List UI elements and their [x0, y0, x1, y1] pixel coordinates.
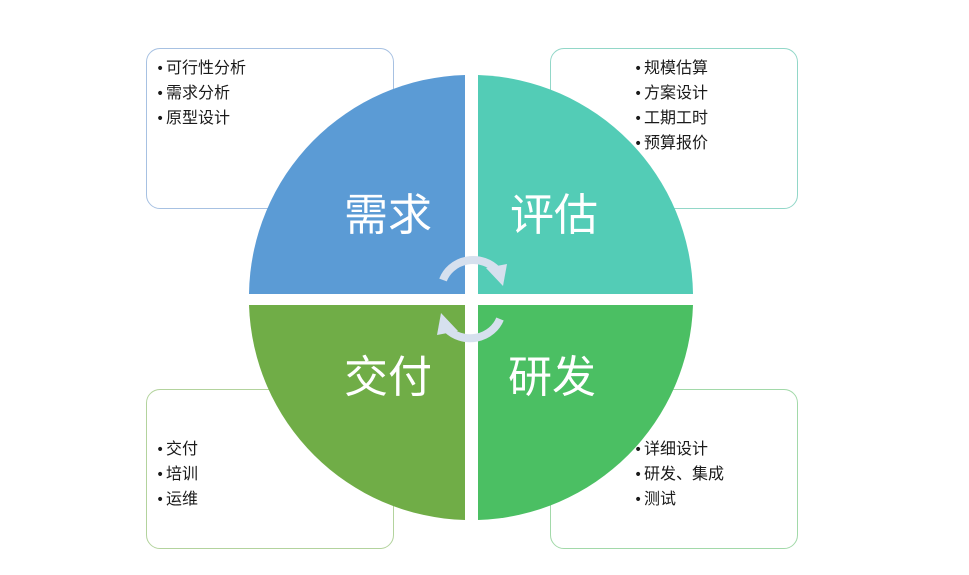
list-item: 规模估算: [634, 55, 708, 80]
list-item: 工期工时: [634, 105, 708, 130]
quadrant-label-requirements: 需求: [344, 190, 432, 241]
delivery-list: 交付 培训 运维: [156, 436, 198, 511]
development-list: 详细设计 研发、集成 测试: [634, 436, 724, 511]
list-item: 研发、集成: [634, 461, 724, 486]
evaluation-list: 规模估算 方案设计 工期工时 预算报价: [634, 55, 708, 155]
requirements-list: 可行性分析 需求分析 原型设计: [156, 55, 246, 130]
quadrant-development: [478, 305, 693, 520]
quadrant-evaluation: [478, 75, 693, 294]
list-item: 可行性分析: [156, 55, 246, 80]
list-item: 需求分析: [156, 80, 246, 105]
list-item: 预算报价: [634, 130, 708, 155]
list-item: 原型设计: [156, 105, 246, 130]
list-item: 运维: [156, 486, 198, 511]
quadrant-delivery: [249, 305, 465, 520]
quadrant-requirements: [249, 75, 465, 294]
cycle-arrows-icon: [437, 256, 507, 343]
list-item: 培训: [156, 461, 198, 486]
list-item: 交付: [156, 436, 198, 461]
quadrant-label-evaluation: 评估: [510, 190, 598, 241]
list-item: 详细设计: [634, 436, 724, 461]
quadrant-label-delivery: 交付: [344, 352, 432, 403]
list-item: 方案设计: [634, 80, 708, 105]
list-item: 测试: [634, 486, 724, 511]
quadrant-label-development: 研发: [508, 352, 596, 403]
